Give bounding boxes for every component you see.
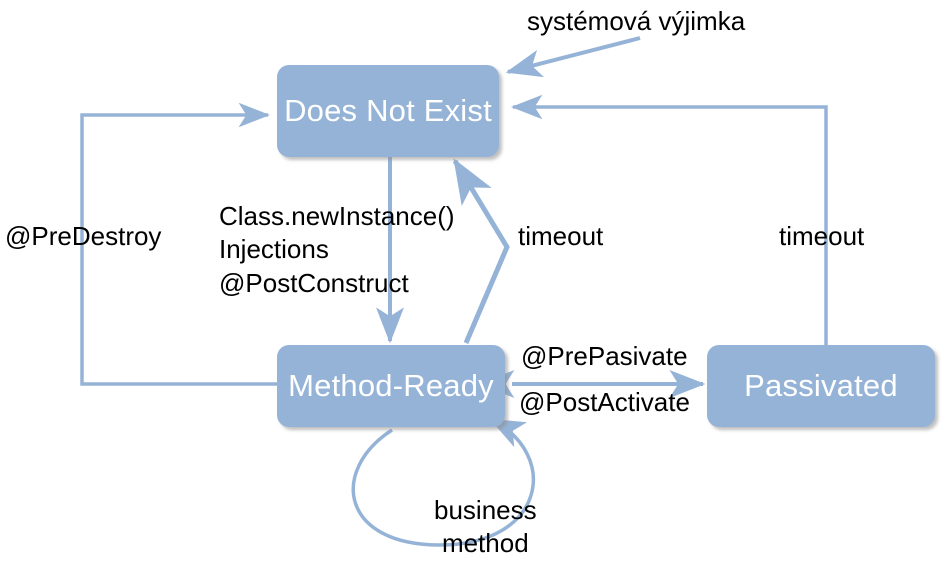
- state-passivated-label: Passivated: [744, 367, 898, 403]
- label-prepassivate: @PrePasivate: [521, 341, 688, 371]
- label-business-method: business method: [434, 495, 537, 559]
- state-does-not-exist-label: Does Not Exist: [284, 92, 492, 128]
- transition-system-exception: [505, 36, 641, 78]
- transition-timeout-right: [510, 94, 828, 345]
- label-system-exception: systémová výjimka: [527, 6, 746, 36]
- label-predestroy: @PreDestroy: [5, 221, 162, 251]
- transition-predestroy: [80, 102, 277, 386]
- state-does-not-exist[interactable]: Does Not Exist: [277, 65, 499, 157]
- state-passivated[interactable]: Passivated: [707, 345, 935, 427]
- state-method-ready-label: Method-Ready: [288, 367, 494, 403]
- state-method-ready[interactable]: Method-Ready: [277, 345, 505, 427]
- label-timeout-center: timeout: [518, 221, 604, 251]
- label-timeout-right: timeout: [779, 221, 865, 251]
- transition-business-method: [351, 418, 536, 547]
- label-create: Class.newInstance() Injections @PostCons…: [219, 201, 455, 298]
- label-postactivate: @PostActivate: [519, 387, 690, 417]
- transition-timeout-center: [452, 158, 510, 344]
